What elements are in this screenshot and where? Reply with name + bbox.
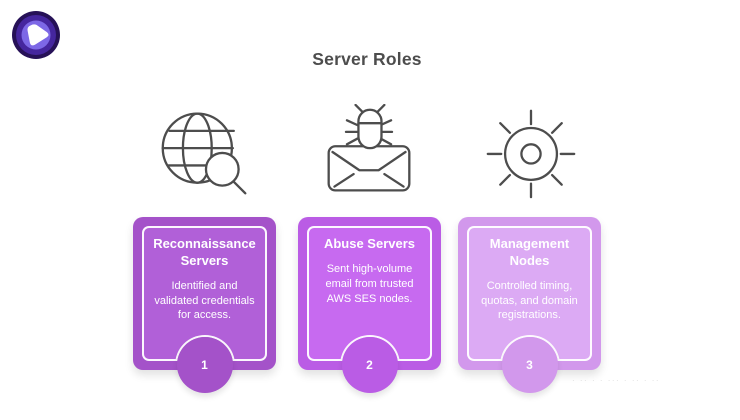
- card-abuse-servers: Abuse Servers Sent high-volume email fro…: [298, 217, 441, 393]
- card-reconnaissance-servers: Reconnaissance Servers Identified and va…: [133, 217, 276, 393]
- card-content: Abuse Servers Sent high-volume email fro…: [309, 228, 430, 306]
- page-title: Server Roles: [312, 49, 422, 69]
- step-number: 2: [366, 358, 373, 372]
- card-body: Sent high-volume email from trusted AWS …: [325, 262, 414, 305]
- card-title: Reconnaissance Servers: [153, 236, 256, 268]
- card-content: Management Nodes Controlled timing, quot…: [469, 228, 590, 323]
- step-number: 1: [201, 358, 208, 372]
- watermark: · ·· · · ··· · ·· · ··: [572, 376, 661, 385]
- globe-search-icon: [157, 104, 253, 200]
- card-body: Identified and validated credentials for…: [154, 279, 255, 322]
- network-node-icon: [483, 104, 579, 200]
- card-management-nodes: Management Nodes Controlled timing, quot…: [458, 217, 601, 393]
- brand-logo-icon: [12, 11, 60, 59]
- card-content: Reconnaissance Servers Identified and va…: [144, 228, 265, 323]
- step-number-badge: 2: [341, 337, 398, 393]
- card-title: Abuse Servers: [323, 236, 416, 251]
- step-number: 3: [526, 358, 533, 372]
- brand-logo: [12, 11, 60, 59]
- step-number-badge: 3: [501, 337, 558, 393]
- step-number-badge: 1: [176, 337, 233, 393]
- bug-email-icon: [321, 103, 417, 200]
- card-title: Management Nodes: [489, 236, 570, 268]
- card-body: Controlled timing, quotas, and domain re…: [481, 279, 578, 322]
